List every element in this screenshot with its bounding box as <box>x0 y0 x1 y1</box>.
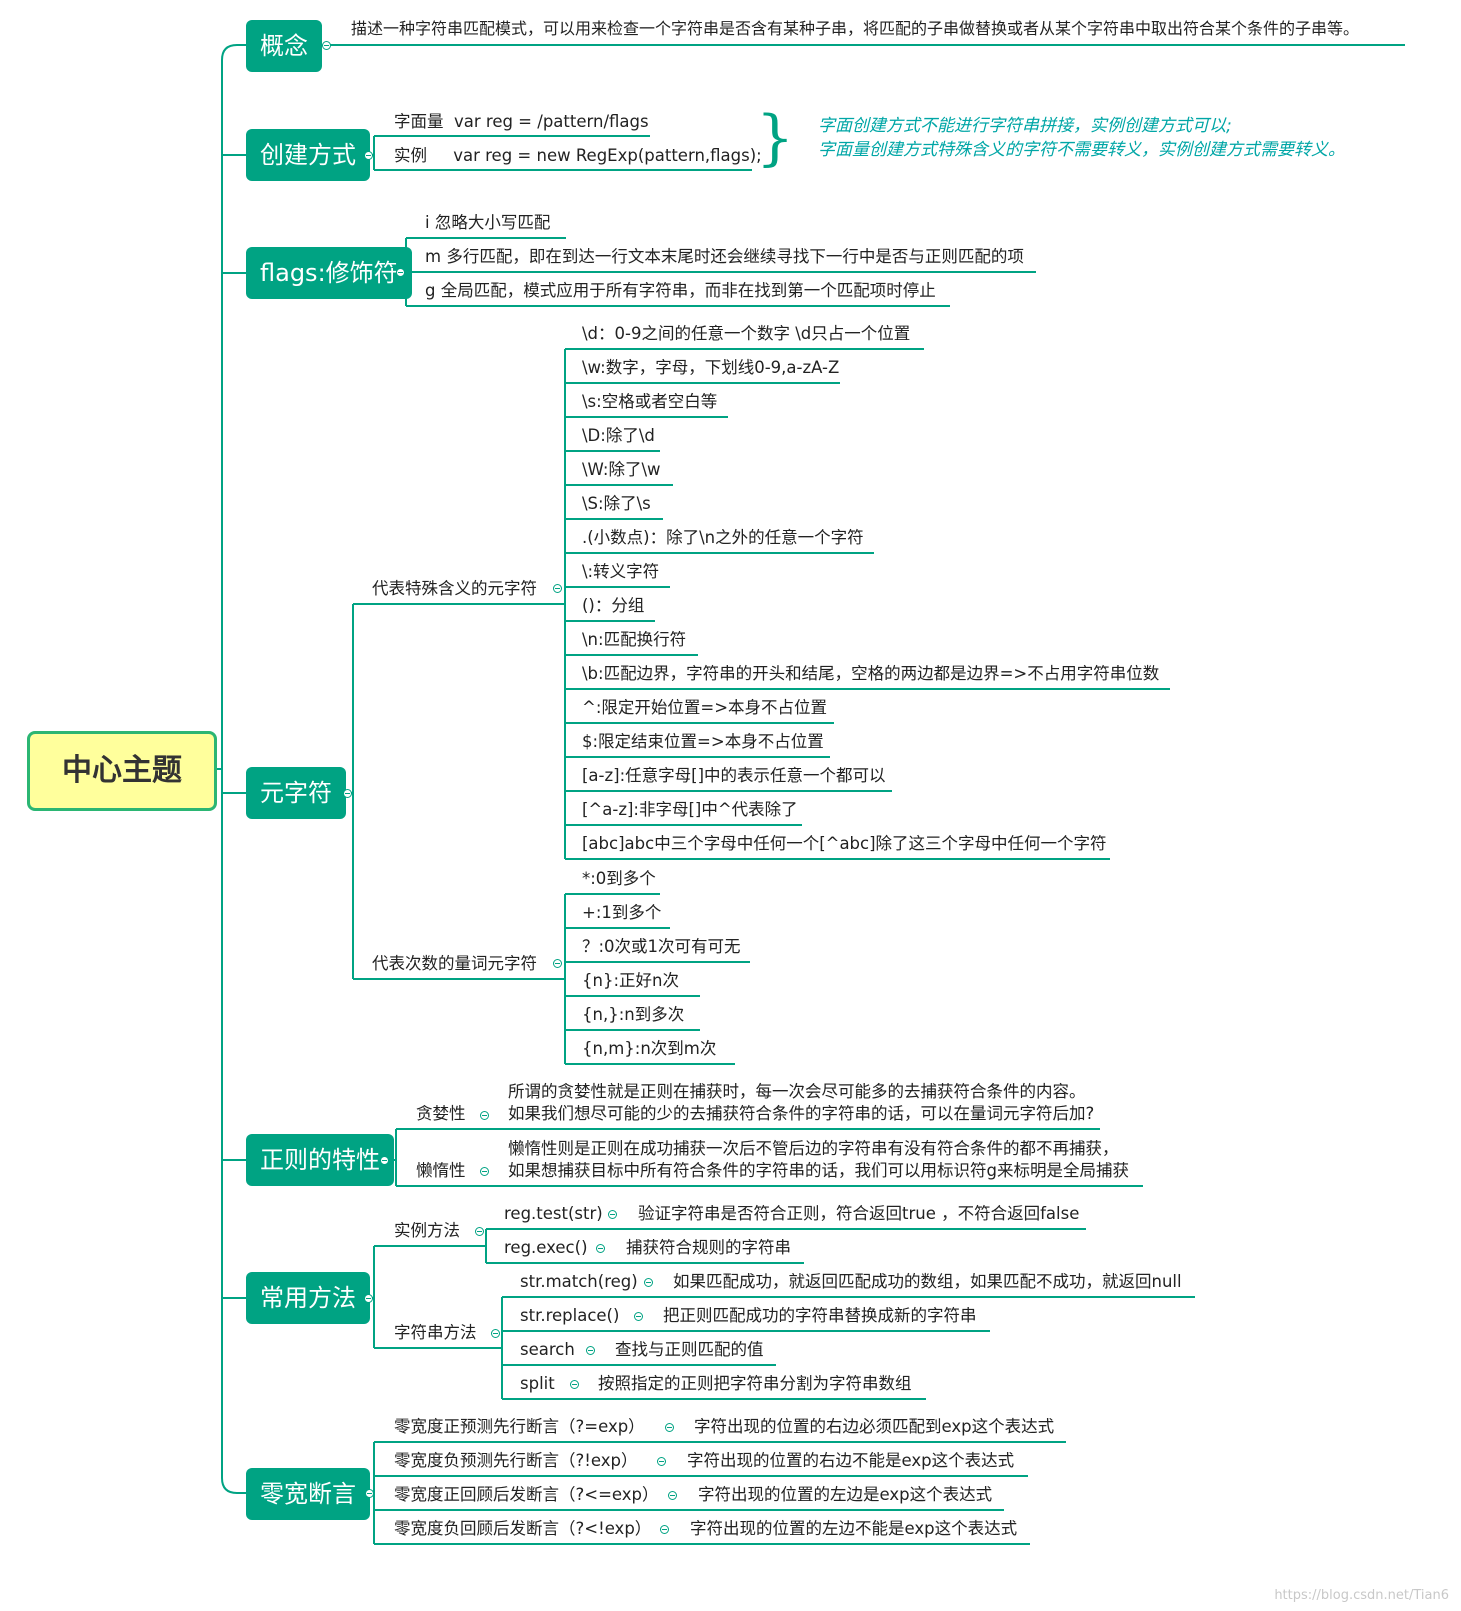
branch-create[interactable]: 创建方式 <box>246 129 370 181</box>
meta-special-item: [^a-z]:非字母[]中^代表除了 <box>582 800 798 819</box>
method-desc: 捕获符合规则的字符串 <box>626 1238 791 1257</box>
flag-item: g 全局匹配，模式应用于所有字符串，而非在找到第一个匹配项时停止 <box>425 281 936 300</box>
lazy-label: 懒惰性 <box>416 1161 466 1180</box>
collapse-toggle-icon[interactable] <box>665 1423 674 1432</box>
meta-quant-item: {n,m}:n次到m次 <box>582 1039 717 1058</box>
collapse-toggle-icon[interactable] <box>586 1346 595 1355</box>
meta-quant-item: {n,}:n到多次 <box>582 1005 685 1024</box>
assert-name: 零宽度负回顾后发断言（?<!exp） <box>394 1519 652 1538</box>
assert-desc: 字符出现的位置的左边是exp这个表达式 <box>698 1485 993 1504</box>
collapse-toggle-icon[interactable] <box>570 1380 579 1389</box>
method-name: reg.test(str) <box>504 1204 603 1223</box>
collapse-toggle-icon[interactable] <box>322 41 331 50</box>
branch-meta[interactable]: 元字符 <box>246 767 346 819</box>
collapse-toggle-icon[interactable] <box>657 1457 666 1466</box>
meta-quant-label: 代表次数的量词元字符 <box>372 954 537 973</box>
meta-special-item: \W:除了\w <box>582 460 661 479</box>
collapse-toggle-icon[interactable] <box>596 1244 605 1253</box>
meta-special-item: [abc]abc中三个字母中任何一个[^abc]除了这三个字母中任何一个字符 <box>582 834 1107 853</box>
method-desc: 把正则匹配成功的字符串替换成新的字符串 <box>663 1306 977 1325</box>
collapse-toggle-icon[interactable] <box>553 959 562 968</box>
meta-quant-item: ？:0次或1次可有可无 <box>582 937 741 956</box>
create-instance: 实例 var reg = new RegExp(pattern,flags); <box>394 146 762 165</box>
branch-assert[interactable]: 零宽断言 <box>246 1468 370 1520</box>
assert-name: 零宽度正回顾后发断言（?<=exp） <box>394 1485 659 1504</box>
meta-special-item: ^:限定开始位置=>本身不占位置 <box>582 698 828 717</box>
branch-flags[interactable]: flags:修饰符 <box>246 247 412 299</box>
meta-special-item: .(小数点)：除了\n之外的任意一个字符 <box>582 528 864 547</box>
collapse-toggle-icon[interactable] <box>491 1329 500 1338</box>
assert-name: 零宽度负预测先行断言（?!exp） <box>394 1451 638 1470</box>
collapse-toggle-icon[interactable] <box>644 1278 653 1287</box>
assert-desc: 字符出现的位置的左边不能是exp这个表达式 <box>690 1519 1018 1538</box>
method-desc: 验证字符串是否符合正则，符合返回true ，不符合返回false <box>638 1204 1080 1223</box>
collapse-toggle-icon[interactable] <box>480 1167 489 1176</box>
methods-string-label: 字符串方法 <box>394 1323 477 1342</box>
method-name: search <box>520 1340 575 1359</box>
assert-desc: 字符出现的位置的右边必须匹配到exp这个表达式 <box>694 1417 1055 1436</box>
collapse-toggle-icon[interactable] <box>365 1489 374 1498</box>
meta-quant-item: *:0到多个 <box>582 869 656 888</box>
collapse-toggle-icon[interactable] <box>364 151 373 160</box>
collapse-toggle-icon[interactable] <box>364 1294 373 1303</box>
meta-special-label: 代表特殊含义的元字符 <box>372 579 537 598</box>
meta-special-item: \w:数字，字母，下划线0-9,a-zA-Z <box>582 358 840 377</box>
collapse-toggle-icon[interactable] <box>668 1491 677 1500</box>
lazy-line-2: 如果想捕获目标中所有符合条件的字符串的话，我们可以用标识符g来标明是全局捕获 <box>508 1161 1129 1180</box>
collapse-toggle-icon[interactable] <box>475 1227 484 1236</box>
meta-special-item: \D:除了\d <box>582 426 655 445</box>
trunk-bottom <box>221 1477 246 1494</box>
branch-concept[interactable]: 概念 <box>246 20 322 72</box>
collapse-toggle-icon[interactable] <box>343 789 352 798</box>
flag-item: m 多行匹配，即在到达一行文本末尾时还会继续寻找下一行中是否与正则匹配的项 <box>425 247 1024 266</box>
brace-icon: } <box>756 103 795 173</box>
meta-special-item: ()：分组 <box>582 596 645 615</box>
collapse-toggle-icon[interactable] <box>553 584 562 593</box>
method-desc: 按照指定的正则把字符串分割为字符串数组 <box>598 1374 912 1393</box>
meta-special-item: \s:空格或者空白等 <box>582 392 718 411</box>
lazy-line-1: 懒惰性则是正则在成功捕获一次后不管后边的字符串有没有符合条件的都不再捕获， <box>508 1139 1119 1158</box>
greedy-line-2: 如果我们想尽可能的少的去捕获符合条件的字符串的话，可以在量词元字符后加? <box>508 1104 1095 1123</box>
branch-methods[interactable]: 常用方法 <box>246 1272 370 1324</box>
meta-special-item: \n:匹配换行符 <box>582 630 687 649</box>
method-name: str.replace() <box>520 1306 620 1325</box>
trunk-top <box>221 44 246 61</box>
watermark: https://blog.csdn.net/Tian6 <box>1274 1588 1449 1603</box>
method-desc: 查找与正则匹配的值 <box>615 1340 764 1359</box>
branch-features[interactable]: 正则的特性 <box>246 1134 394 1186</box>
collapse-toggle-icon[interactable] <box>480 1111 489 1120</box>
collapse-toggle-icon[interactable] <box>396 268 405 277</box>
method-name: reg.exec() <box>504 1238 588 1257</box>
methods-instance-label: 实例方法 <box>394 1221 460 1240</box>
assert-name: 零宽度正预测先行断言（?=exp） <box>394 1417 645 1436</box>
greedy-line-1: 所谓的贪婪性就是正则在捕获时，每一次会尽可能多的去捕获符合条件的内容。 <box>508 1082 1086 1101</box>
meta-special-item: [a-z]:任意字母[]中的表示任意一个都可以 <box>582 766 886 785</box>
concept-text: 描述一种字符串匹配模式，可以用来检查一个字符串是否含有某种子串，将匹配的子串做替… <box>351 19 1360 38</box>
collapse-toggle-icon[interactable] <box>380 1156 389 1165</box>
meta-quant-item: +:1到多个 <box>582 903 662 922</box>
meta-quant-item: {n}:正好n次 <box>582 971 679 990</box>
meta-special-item: $:限定结束位置=>本身不占位置 <box>582 732 824 751</box>
meta-special-item: \b:匹配边界，字符串的开头和结尾，空格的两边都是边界=>不占用字符串位数 <box>582 664 1160 683</box>
collapse-toggle-icon[interactable] <box>608 1210 617 1219</box>
create-literal: 字面量 var reg = /pattern/flags <box>394 112 649 131</box>
meta-special-item: \d：0-9之间的任意一个数字 \d只占一个位置 <box>582 324 911 343</box>
flag-item: i 忽略大小写匹配 <box>425 213 551 232</box>
collapse-toggle-icon[interactable] <box>660 1525 669 1534</box>
method-name: split <box>520 1374 555 1393</box>
collapse-toggle-icon[interactable] <box>634 1312 643 1321</box>
center-topic[interactable]: 中心主题 <box>27 731 217 811</box>
method-name: str.match(reg) <box>520 1272 638 1291</box>
meta-special-item: \:转义字符 <box>582 562 660 581</box>
method-desc: 如果匹配成功，就返回匹配成功的数组，如果匹配不成功，就返回null <box>673 1272 1182 1291</box>
greedy-label: 贪婪性 <box>416 1104 466 1123</box>
create-note-1: 字面创建方式不能进行字符串拼接，实例创建方式可以; <box>818 116 1232 136</box>
create-note-2: 字面量创建方式特殊含义的字符不需要转义，实例创建方式需要转义。 <box>818 140 1345 160</box>
assert-desc: 字符出现的位置的右边不能是exp这个表达式 <box>687 1451 1015 1470</box>
meta-special-item: \S:除了\s <box>582 494 651 513</box>
